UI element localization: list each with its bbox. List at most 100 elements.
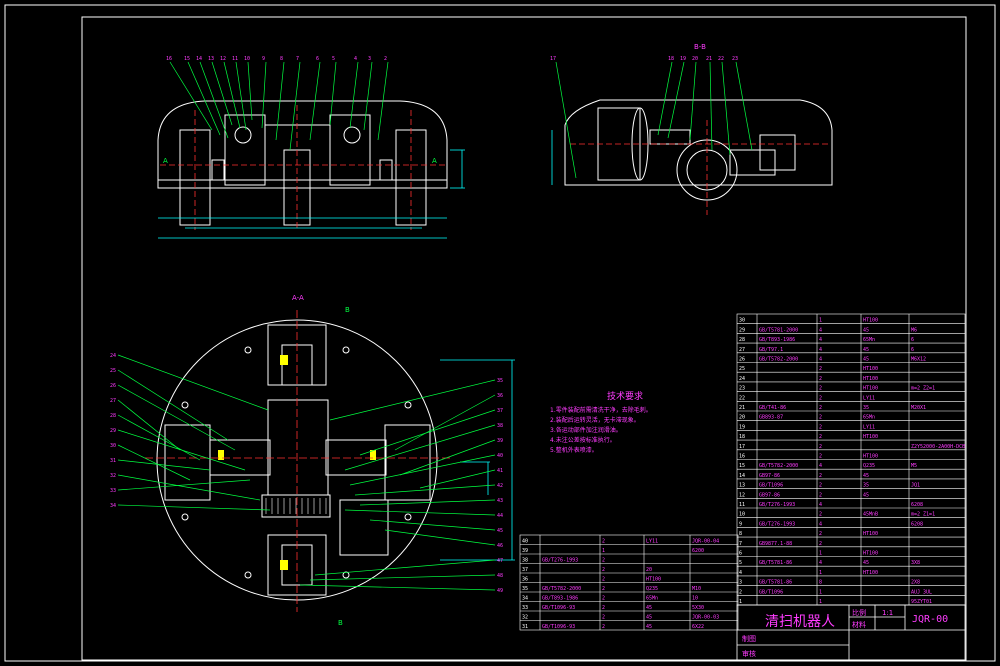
bom-cell-code: GB/T276-1993 bbox=[759, 521, 795, 527]
svg-text:11: 11 bbox=[232, 56, 238, 62]
bom-cell-no: 26 bbox=[739, 357, 745, 363]
bom-cell-no: 35 bbox=[522, 586, 528, 592]
bom-cell-qty: 2 bbox=[819, 424, 822, 430]
bom-cell-code: GB/T1096-93 bbox=[542, 624, 575, 630]
cut-label-a-left: A bbox=[163, 157, 168, 165]
bom-cell-qty: 4 bbox=[819, 560, 822, 566]
bom-cell-qty: 2 bbox=[602, 539, 605, 545]
bom-cell-no: 5 bbox=[739, 560, 742, 566]
svg-text:12: 12 bbox=[220, 56, 226, 62]
top-view-hatching bbox=[265, 498, 327, 514]
bom-cell-code: GB/T5782-2000 bbox=[759, 357, 798, 363]
bom-cell-qty: 1 bbox=[819, 551, 822, 557]
bom-cell-qty: 2 bbox=[602, 577, 605, 583]
svg-text:43: 43 bbox=[497, 498, 503, 504]
svg-text:8: 8 bbox=[280, 56, 283, 62]
bom-cell-qty: 2 bbox=[819, 405, 822, 411]
bom-cell-no: 18 bbox=[739, 434, 745, 440]
svg-text:48: 48 bbox=[497, 573, 503, 579]
bom-cell-no: 1 bbox=[739, 599, 742, 605]
bom-cell-no: 8 bbox=[739, 531, 742, 537]
bom-cell-qty: 2 bbox=[819, 415, 822, 421]
svg-text:36: 36 bbox=[497, 393, 503, 399]
bom-cell-no: 22 bbox=[739, 395, 745, 401]
bom-cell-code: GB97-86 bbox=[759, 492, 780, 498]
bom-cell-mat: HT100 bbox=[863, 386, 878, 392]
svg-text:23: 23 bbox=[732, 56, 738, 62]
bom-cell-code: GB/T41-86 bbox=[759, 405, 786, 411]
bom-cell-no: 6 bbox=[739, 551, 742, 557]
bom-cell-note: m=2 Z1=1 bbox=[911, 512, 935, 518]
bom-cell-code: GB/T276-1993 bbox=[759, 502, 795, 508]
bom-cell-no: 4 bbox=[739, 570, 742, 576]
bom-cell-note: M6 bbox=[911, 327, 917, 333]
section-aa-label: A-A bbox=[292, 294, 304, 302]
tech-requirement-line: 3.各运动部件加注润滑油。 bbox=[550, 427, 622, 434]
bom-cell-note: 6200 bbox=[692, 548, 704, 554]
cut-label-b-top: B bbox=[345, 306, 350, 314]
bom-cell-qty: 2 bbox=[819, 473, 822, 479]
tech-requirement-line: 1.零件装配前需清洗干净，去除毛刺。 bbox=[550, 407, 652, 414]
bom-cell-qty: 2 bbox=[819, 531, 822, 537]
svg-text:32: 32 bbox=[110, 473, 116, 479]
bom-cell-code: GB97-86 bbox=[759, 473, 780, 479]
bom-cell-mat: LY11 bbox=[646, 539, 658, 545]
bom-cell-note: M20X1 bbox=[911, 405, 926, 411]
bom-cell-code: GB/T276-1993 bbox=[542, 558, 578, 564]
bom-cell-note: 6208 bbox=[911, 502, 923, 508]
bom-cell-qty: 2 bbox=[819, 483, 822, 489]
tech-requirement-line: 5.整机外表喷漆。 bbox=[550, 447, 598, 454]
bom-cell-no: 23 bbox=[739, 386, 745, 392]
bom-cell-no: 10 bbox=[739, 512, 745, 518]
bom-cell-code: GB/T5781-86 bbox=[759, 580, 792, 586]
svg-text:22: 22 bbox=[718, 56, 724, 62]
svg-text:25: 25 bbox=[110, 368, 116, 374]
tech-requirement-line: 2.装配后运转灵活，无卡滞现象。 bbox=[550, 417, 640, 424]
bom-cell-qty: 2 bbox=[602, 596, 605, 602]
bom-cell-no: 17 bbox=[739, 444, 745, 450]
check-label: 审核 bbox=[742, 649, 756, 658]
bom-cell-mat: 65Mn bbox=[863, 415, 875, 421]
inner-border bbox=[81, 16, 967, 661]
bom-cell-code: GB/T5781-86 bbox=[759, 560, 792, 566]
bom-cell-qty: 4 bbox=[819, 327, 822, 333]
bom-cell-code: GB/T1096-93 bbox=[542, 605, 575, 611]
cut-label-b-bottom: B bbox=[338, 619, 343, 627]
technical-requirements: 技术要求 1.零件装配前需清洗干净，去除毛刺。 2.装配后运转灵活，无卡滞现象。… bbox=[550, 392, 700, 456]
bom-cell-note: 6 bbox=[911, 347, 914, 353]
bom-cell-mat: Q235 bbox=[646, 586, 658, 592]
cut-label-a-right: A bbox=[432, 157, 437, 165]
svg-text:7: 7 bbox=[296, 56, 299, 62]
bom-cell-no: 21 bbox=[739, 405, 745, 411]
bom-cell-code: GB/T97.1 bbox=[759, 347, 783, 353]
bom-cell-qty: 2 bbox=[819, 366, 822, 372]
drawing-title: 清扫机器人 bbox=[765, 614, 835, 630]
bom-cell-no: 12 bbox=[739, 492, 745, 498]
svg-text:5: 5 bbox=[332, 56, 335, 62]
design-label: 制图 bbox=[742, 634, 756, 643]
bom-cell-mat: 45 bbox=[863, 473, 869, 479]
bom-cell-qty: 4 bbox=[819, 502, 822, 508]
bom-cell-mat: LY11 bbox=[863, 424, 875, 430]
svg-text:17: 17 bbox=[550, 56, 556, 62]
bom-cell-note: AUJ 3UL bbox=[911, 589, 932, 595]
bom-cell-note: Z2Y52000-2A00H-DCB bbox=[911, 444, 965, 450]
bom-cell-mat: HT100 bbox=[863, 366, 878, 372]
bom-cell-code: GB893-87 bbox=[759, 415, 783, 421]
bom-cell-qty: 2 bbox=[602, 605, 605, 611]
side-view-centerlines bbox=[570, 120, 830, 215]
bom-cell-qty: 1 bbox=[819, 589, 822, 595]
svg-text:16: 16 bbox=[166, 56, 172, 62]
bom-cell-code: GB/T893-1986 bbox=[759, 337, 795, 343]
svg-text:45: 45 bbox=[497, 528, 503, 534]
section-bb-label: B-B bbox=[694, 43, 706, 51]
side-view-leaders bbox=[555, 61, 753, 179]
bom-cell-no: 3 bbox=[739, 580, 742, 586]
bom-cell-note: 6208 bbox=[911, 521, 923, 527]
svg-text:44: 44 bbox=[497, 513, 503, 519]
bom-cell-qty: 2 bbox=[602, 624, 605, 630]
